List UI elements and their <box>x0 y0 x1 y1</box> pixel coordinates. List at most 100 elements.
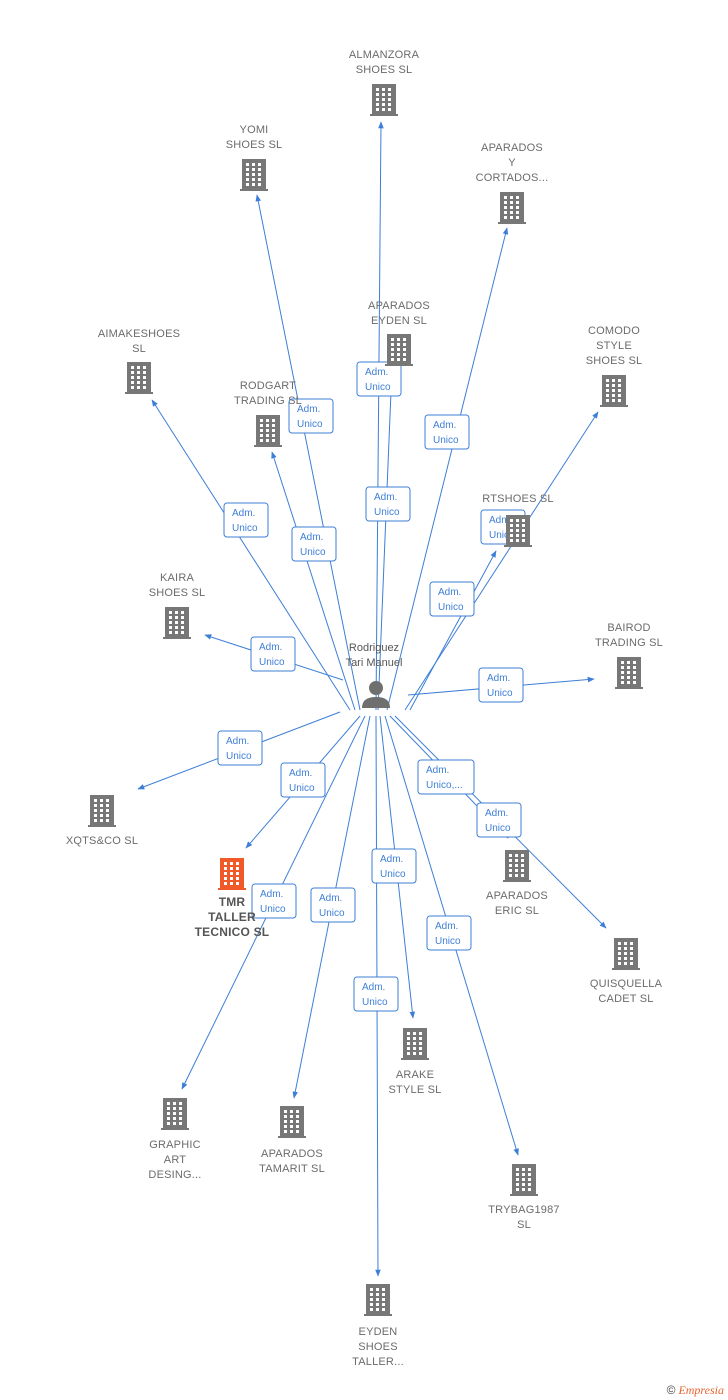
edge-label-yomi[interactable]: Adm.Unico <box>288 398 334 434</box>
company-name-line: TAMARIT SL <box>259 1163 325 1175</box>
company-name-line: ARAKE <box>396 1069 434 1081</box>
edge-label-text: Unico <box>300 547 326 558</box>
edge-label-text: Adm. <box>319 893 342 904</box>
edge-label-text: Adm. <box>289 768 312 779</box>
edge-label-box <box>426 915 472 951</box>
edge-label-text: Unico <box>438 602 464 613</box>
edge-label-text: Unico <box>365 382 391 393</box>
edge-label-text: Adm. <box>426 765 449 776</box>
edge-label-text: Unico <box>226 751 252 762</box>
edge-label-box <box>429 581 475 617</box>
building-icon <box>370 84 398 116</box>
edge-label-xqts[interactable]: Adm.Unico <box>217 730 263 766</box>
edge-label-quisquella[interactable]: Adm. Unico,... <box>417 759 475 795</box>
company-name-line: SHOES SL <box>356 64 413 76</box>
company-name-line: XQTS&CO SL <box>66 835 138 847</box>
company-node-eyden-taller[interactable]: EYDENSHOESTALLER... <box>352 1284 404 1368</box>
building-icon <box>163 607 191 639</box>
footer-brand: © Empresia <box>667 1383 724 1398</box>
edge-label-trybag[interactable]: Adm.Unico <box>426 915 472 951</box>
edge-label-almanzora[interactable]: Adm.Unico <box>356 361 402 397</box>
company-name-line: RODGART <box>240 380 296 392</box>
building-icon <box>615 657 643 689</box>
edge-label-kaira[interactable]: Adm.Unico <box>250 636 296 672</box>
edge-label-box <box>371 848 417 884</box>
edge-label-graphic[interactable]: Adm.Unico <box>251 883 297 919</box>
edge-label-text: Unico <box>289 783 315 794</box>
person-name-line-2: Tari Manuel <box>346 657 403 669</box>
edge-label-text: Unico <box>487 688 513 699</box>
company-node-tamarit[interactable]: APARADOS TAMARIT SL <box>259 1106 325 1175</box>
company-name-line: TRYBAG1987 <box>488 1204 560 1216</box>
edge-label-text: Unico <box>362 997 388 1008</box>
copyright-symbol: © <box>666 1383 676 1397</box>
person-node[interactable]: Rodriguez Tari Manuel <box>346 642 403 708</box>
edge-label-aparados-eric[interactable]: Adm.Unico <box>476 802 522 838</box>
edge-label-box <box>291 526 337 562</box>
company-name-line: SL <box>517 1219 531 1231</box>
edge-label-text: Adm. <box>380 854 403 865</box>
company-node-xqts[interactable]: XQTS&CO SL <box>66 795 138 847</box>
building-icon <box>240 159 268 191</box>
company-node-almanzora[interactable]: ALMANZORA SHOES SL <box>349 49 420 116</box>
company-name-line: GRAPHIC <box>149 1139 201 1151</box>
company-node-aparados-eric[interactable]: APARADOS ERIC SL <box>486 850 548 917</box>
edge-label-aparados-cortados[interactable]: Adm.Unico <box>424 414 470 450</box>
company-name-line: SHOES <box>358 1341 398 1353</box>
edge-label-eyden-taller[interactable]: Adm. Unico <box>353 976 399 1012</box>
edge-label-aparados-eyden[interactable]: Adm.Unico <box>365 486 411 522</box>
person-name-line-1: Rodriguez <box>349 642 399 654</box>
edge-label-tamarit[interactable]: Adm.Unico <box>310 887 356 923</box>
company-name-line: CORTADOS... <box>476 172 549 184</box>
edge-label-text: Unico,... <box>426 780 463 791</box>
edge-label-text: Adm. <box>438 587 461 598</box>
edge-label-rodgart[interactable]: Adm. Unico <box>291 526 337 562</box>
company-name-line: AIMAKESHOES <box>98 328 180 340</box>
company-name-line: APARADOS <box>368 300 430 312</box>
edge-label-bairod[interactable]: Adm.Unico <box>478 667 524 703</box>
company-name-line: SHOES SL <box>586 355 643 367</box>
edge-label-text: Unico <box>435 936 461 947</box>
edge-almanzora <box>375 121 384 711</box>
edge-label-text: Adm. <box>300 532 323 543</box>
company-node-graphic[interactable]: GRAPHICARTDESING... <box>148 1098 201 1181</box>
edge-label-box <box>353 976 399 1012</box>
company-name-line: KAIRA <box>160 572 194 584</box>
company-name-line: ERIC SL <box>495 905 539 917</box>
edge-label-box <box>476 802 522 838</box>
company-node-aparados-cortados[interactable]: APARADOSYCORTADOS... <box>476 142 549 224</box>
company-node-kaira[interactable]: KAIRA SHOES SL <box>149 572 206 639</box>
edge-label-aimakeshoes[interactable]: Adm.Unico <box>223 502 269 538</box>
edge-rodgart <box>271 451 356 711</box>
company-name-line: SHOES SL <box>149 587 206 599</box>
building-icon <box>385 334 413 366</box>
company-name-line: QUISQUELLA <box>590 978 663 990</box>
edge-label-text: Unico <box>259 657 285 668</box>
edge-label-tmr[interactable]: Adm. Unico <box>280 762 326 798</box>
company-name-line: APARADOS <box>261 1148 323 1160</box>
company-name-line: TECNICO SL <box>195 925 270 939</box>
company-name-line: ALMANZORA <box>349 49 420 61</box>
company-node-rtshoes[interactable]: RTSHOES SL <box>482 493 554 547</box>
building-icon <box>504 515 532 547</box>
edge-label-arake[interactable]: Adm.Unico <box>371 848 417 884</box>
edge-label-text: Unico <box>489 530 515 541</box>
building-icon <box>161 1098 189 1130</box>
building-icon <box>364 1284 392 1316</box>
edge-label-text: Adm. <box>362 982 385 993</box>
company-name-line: APARADOS <box>486 890 548 902</box>
company-name-line: APARADOS <box>481 142 543 154</box>
edge-label-rtshoes[interactable]: Adm. Unico <box>429 581 475 617</box>
building-icon <box>125 362 153 394</box>
